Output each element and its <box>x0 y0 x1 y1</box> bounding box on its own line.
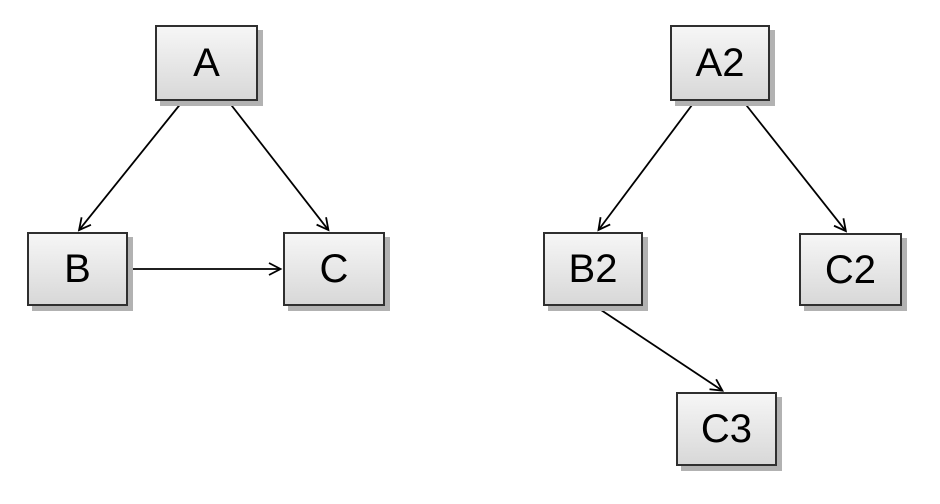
node-B2[interactable]: B2 <box>543 232 643 306</box>
node-C[interactable]: C <box>283 232 385 306</box>
node-label: A <box>193 41 220 85</box>
node-A[interactable]: A <box>155 25 258 101</box>
edge-A2-to-C2 <box>742 100 848 233</box>
node-B[interactable]: B <box>27 232 128 306</box>
node-label: C <box>319 247 349 291</box>
node-C2[interactable]: C2 <box>799 233 902 306</box>
edge-A-to-C <box>227 100 330 232</box>
node-label: C3 <box>700 407 753 451</box>
node-label: C2 <box>824 247 877 292</box>
node-label: B <box>64 247 91 291</box>
edge-A2-to-B2 <box>597 100 696 232</box>
edge-B2-to-C3 <box>594 305 725 392</box>
node-C3[interactable]: C3 <box>676 392 777 466</box>
node-label: A2 <box>695 41 745 85</box>
node-A2[interactable]: A2 <box>670 25 770 101</box>
edge-A-to-B <box>77 100 184 232</box>
node-label: B2 <box>568 247 618 291</box>
